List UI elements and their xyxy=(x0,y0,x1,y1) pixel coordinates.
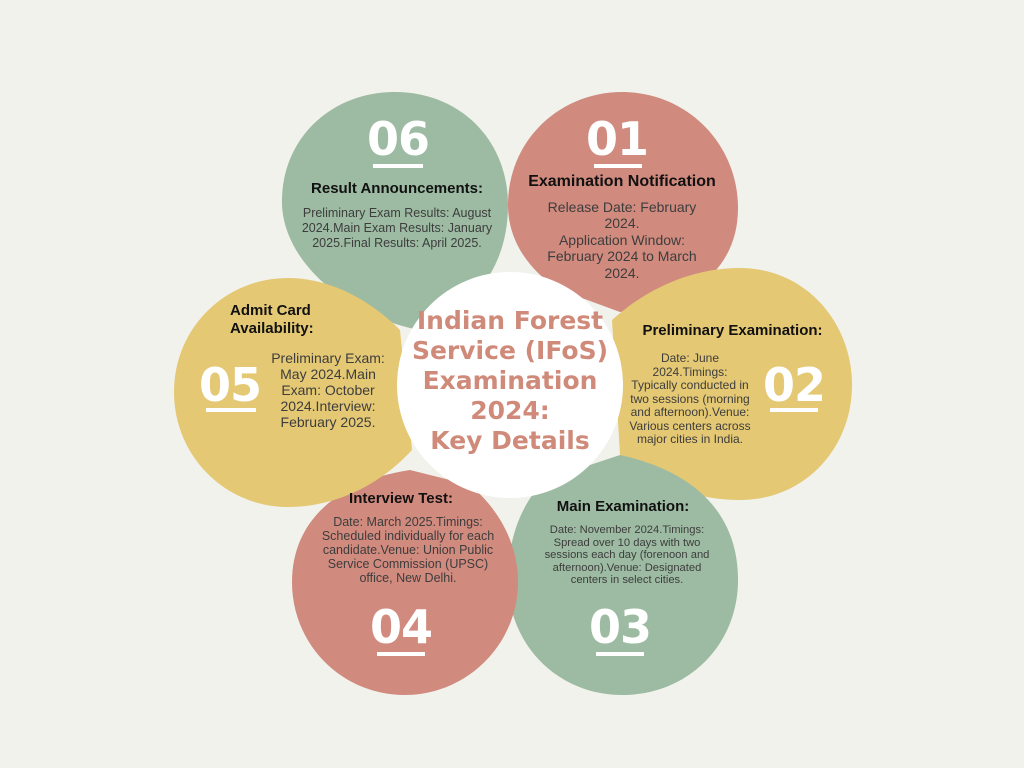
petal-06-number: 06 xyxy=(366,112,430,166)
petal-03-number: 03 xyxy=(588,600,652,654)
petal-06-title: Result Announcements: xyxy=(311,180,483,197)
center-title: Indian Forest Service (IFoS) Examination… xyxy=(411,306,609,455)
petal-05-title: Admit Card Availability: xyxy=(230,302,314,337)
petal-06-shape xyxy=(281,92,508,330)
petal-04-body: Date: March 2025.Timings: Scheduled indi… xyxy=(321,515,495,585)
petal-01-underline xyxy=(594,164,642,168)
petal-05-body: Preliminary Exam: May 2024.Main Exam: Oc… xyxy=(271,350,385,431)
petal-01-shape xyxy=(508,92,738,312)
petal-02-number: 02 xyxy=(762,358,826,412)
petal-01-number: 01 xyxy=(585,112,649,166)
petal-05-number: 05 xyxy=(198,358,262,412)
petal-03-shape xyxy=(508,455,738,695)
petal-03-body: Date: November 2024.Timings: Spread over… xyxy=(544,524,710,587)
petal-03-title: Main Examination: xyxy=(556,498,690,515)
petal-01-body: Release Date: February 2024. Application… xyxy=(547,199,697,281)
petal-05-shape xyxy=(174,278,412,507)
petal-03-underline xyxy=(596,652,644,656)
petal-06-underline xyxy=(373,164,423,168)
petal-06-body: Preliminary Exam Results: August 2024.Ma… xyxy=(301,206,493,250)
petal-02-shape xyxy=(612,268,852,500)
petal-02-body: Date: June 2024.Timings: Typically condu… xyxy=(629,351,751,447)
petal-04-shape xyxy=(292,470,518,695)
petal-04-underline xyxy=(377,652,425,656)
center-circle xyxy=(397,272,623,498)
petal-04-number: 04 xyxy=(369,600,433,654)
petal-01-title: Examination Notification xyxy=(528,173,716,190)
petal-04-title: Interview Test: xyxy=(349,490,453,507)
petal-02-underline xyxy=(770,408,818,412)
petal-02-title: Preliminary Examination: xyxy=(642,322,823,339)
petal-05-underline xyxy=(206,408,256,412)
